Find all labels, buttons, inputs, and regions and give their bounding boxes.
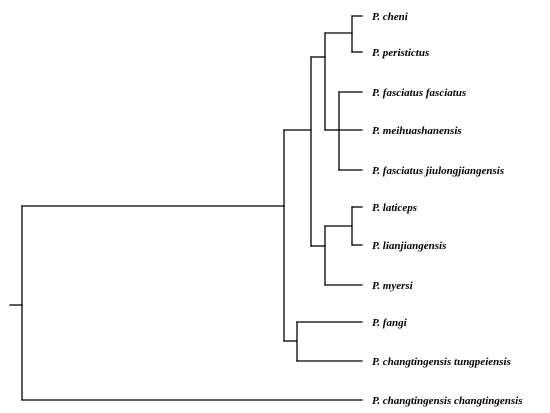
taxon-label-meihuashanensis: P. meihuashanensis [372, 125, 462, 137]
taxon-label-laticeps: P. laticeps [372, 202, 417, 214]
taxon-label-fasciatus-jiulongjiangensis: P. fasciatus jiulongjiangensis [372, 165, 504, 177]
taxon-label-cheni: P. cheni [372, 11, 409, 23]
taxon-label-changtingensis-tungpeiensis: P. changtingensis tungpeiensis [372, 356, 511, 368]
taxon-label-fangi: P. fangi [372, 317, 408, 329]
taxon-label-peristictus: P. peristictus [372, 47, 429, 59]
taxon-label-fasciatus-fasciatus: P. fasciatus fasciatus [372, 87, 466, 99]
taxon-label-myersi: P. myersi [372, 280, 414, 292]
taxon-label-lianjiangensis: P. lianjiangensis [372, 240, 446, 252]
taxon-label-changtingensis-changtingensis: P. changtingensis changtingensis [372, 395, 522, 407]
